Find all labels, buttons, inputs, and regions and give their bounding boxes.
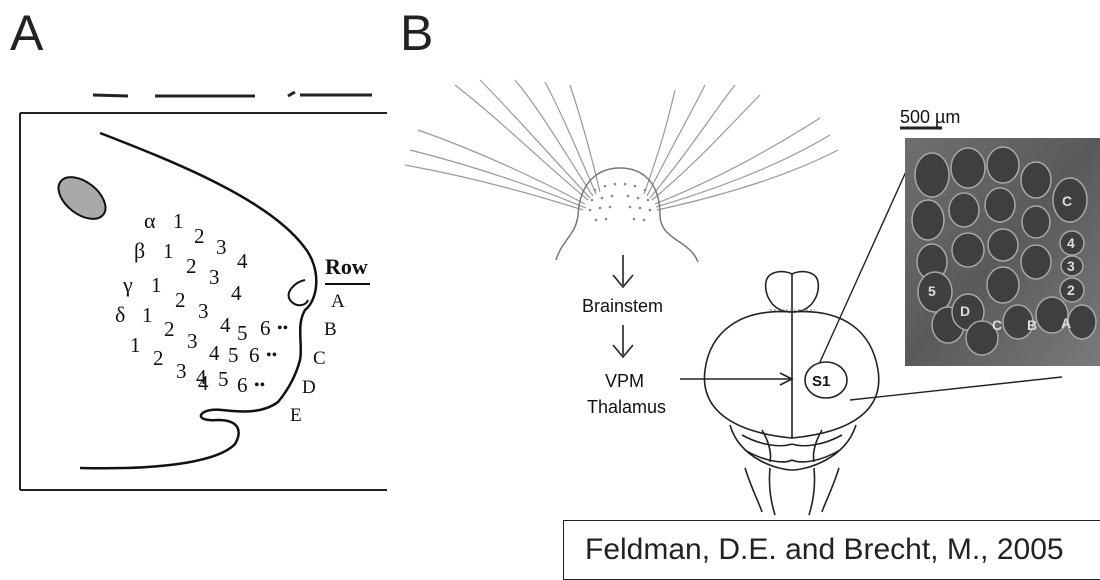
barrel-label: D	[960, 303, 970, 319]
arc-number: 1	[151, 273, 162, 297]
barrel-label: 3	[1067, 258, 1075, 274]
row-letter-c: C	[313, 348, 326, 369]
arc-number: 3	[198, 299, 209, 323]
pathway-brainstem: Brainstem	[582, 296, 663, 316]
arc-number: 3	[209, 265, 220, 289]
arc-number: 2	[194, 224, 205, 248]
whisker-arc-numbers: 1 2 3 4 1 2 3 4 1 2 3 4 1 2 3 4 5 6 •• 1…	[130, 209, 288, 399]
arc-number: 6	[249, 343, 260, 367]
arc-number: 2	[164, 317, 175, 341]
snout-outline	[578, 168, 698, 262]
arc-number: 3	[187, 329, 198, 353]
barrel-label: C	[992, 317, 1002, 333]
row-letter-d: D	[302, 377, 316, 398]
greek-delta: δ	[115, 302, 125, 327]
arc-dots: ••	[277, 320, 288, 337]
panel-b-pathway-diagram: Brainstem VPM Thalamus	[405, 80, 1100, 515]
barrel-label: C	[1062, 193, 1072, 209]
greek-beta: β	[134, 238, 145, 263]
barrel-label: B	[1027, 317, 1037, 333]
s1-label: S1	[812, 373, 830, 390]
barrel-label: A	[1061, 315, 1071, 331]
arc-number: 3	[176, 359, 187, 383]
arc-number: 6	[237, 373, 248, 397]
nostril-outline	[289, 280, 308, 305]
pathway-arrows	[613, 255, 792, 385]
arc-number: 5	[237, 321, 248, 345]
arc-number: 1	[173, 209, 184, 233]
arc-dots: ••	[254, 377, 265, 394]
projection-line-lower	[850, 377, 1062, 400]
arc-number: 1	[142, 303, 153, 327]
citation-text: Feldman, D.E. and Brecht, M., 2005	[585, 533, 1064, 567]
arc-number: 2	[153, 346, 164, 370]
arc-number: 5	[218, 367, 229, 391]
row-letter-a: A	[331, 291, 345, 312]
barrel-label: 5	[928, 283, 936, 299]
arc-dots: ••	[266, 347, 277, 364]
row-letter-b: B	[324, 319, 337, 340]
arc-number: 4	[220, 313, 231, 337]
pathway-vpm: VPM	[605, 371, 644, 391]
arc-number: 4	[196, 365, 207, 389]
barrel-label: 2	[1067, 282, 1075, 298]
pathway-thalamus: Thalamus	[587, 397, 666, 417]
arc-number: 1	[163, 239, 174, 263]
row-letters: A B C D E	[290, 291, 345, 426]
arc-number: 2	[186, 254, 197, 278]
arc-number: 5	[228, 343, 239, 367]
greek-gamma: γ	[122, 272, 133, 297]
barrel-label: 4	[1067, 235, 1075, 251]
snout-cheek	[556, 215, 578, 260]
panel-a-whisker-pad-diagram: α β γ δ 1 2 3 4 1 2 3 4 1 2 3 4 1 2 3 4	[20, 92, 387, 490]
arc-number: 3	[216, 235, 227, 259]
arc-number: 2	[175, 288, 186, 312]
arc-number: 1	[130, 333, 141, 357]
arc-number: 6	[260, 316, 271, 340]
arc-number: 4	[231, 281, 242, 305]
cropped-top-marks	[93, 92, 372, 96]
scale-bar-label: 500 µm	[900, 107, 960, 127]
arc-number: 4	[209, 341, 220, 365]
snout-whiskers	[405, 80, 838, 210]
greek-alpha: α	[144, 208, 156, 233]
eye-shape	[51, 169, 113, 227]
projection-line-upper	[820, 145, 918, 362]
row-letter-e: E	[290, 405, 302, 426]
arc-number: 4	[237, 249, 248, 273]
barrel-cortex-photo: C 4 3 2 5 D C B A	[905, 138, 1100, 366]
row-heading: Row	[325, 254, 368, 279]
rodent-brain	[704, 272, 878, 515]
follicle-dots	[589, 183, 652, 222]
